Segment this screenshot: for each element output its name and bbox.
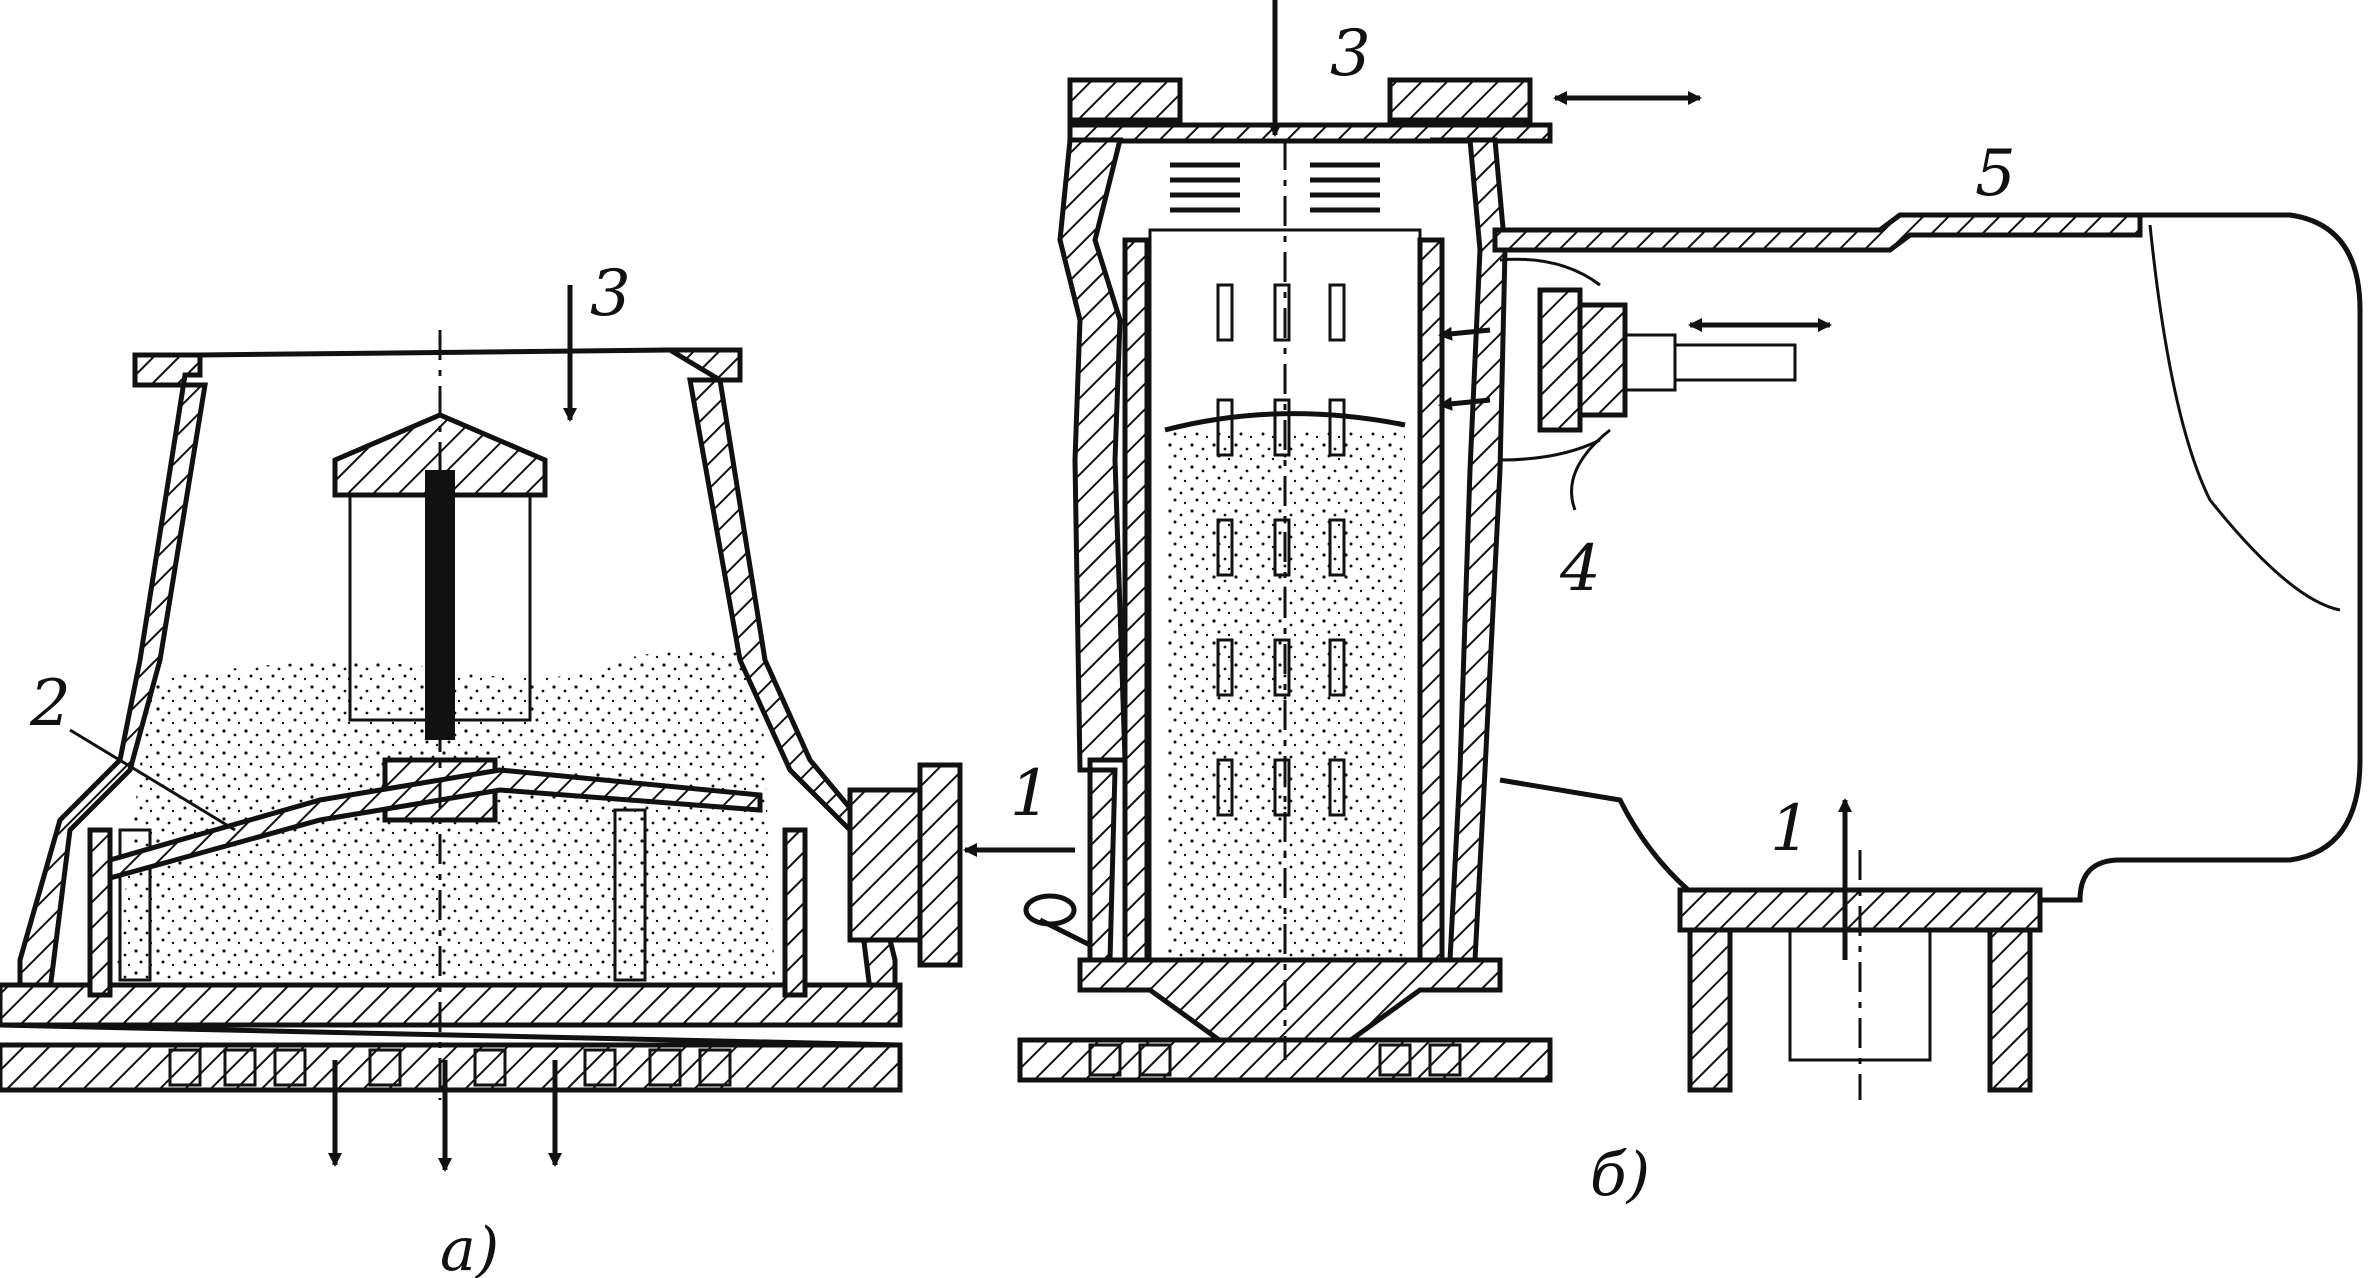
label-5-b: 5: [1975, 137, 2016, 211]
screen-left-a: [87, 827, 113, 998]
nozzle-row-a: [168, 1048, 732, 1087]
caption-b: б): [1590, 1140, 1650, 1210]
cartridge-side-right-b: [1417, 237, 1445, 963]
label-1-inlet-b: 1: [1010, 757, 1051, 831]
inlet-flange-a: [917, 762, 963, 968]
label-1-outlet-b: 1: [1770, 792, 1811, 866]
top-flange-right-b: [1387, 77, 1533, 123]
base-plate-bottom-a: [0, 1042, 903, 1093]
base-plate-top-a: [0, 982, 903, 1028]
inner-cylinder-mid-a: [613, 808, 647, 982]
valve-handwheel-b: [1023, 893, 1092, 948]
spool-valve-b: [1499, 257, 1797, 511]
inlet-pipe-a: [847, 787, 928, 943]
label-3-b: 3: [1330, 17, 1371, 91]
label-2-a: 2: [29, 667, 71, 741]
caption-a: a): [440, 1215, 499, 1278]
top-flange-b: [1067, 77, 1183, 123]
screen-right-a: [782, 827, 808, 998]
figure-b: 3 5 4 1 1 б): [1010, 0, 2363, 1210]
label-1-a: 1: [1010, 757, 1051, 831]
scraper-arm-a: [107, 767, 763, 882]
leader-2-a: [69, 728, 236, 832]
base-bolts-b: [1088, 1043, 1462, 1077]
arrow-backwash-lower-b: [1438, 396, 1491, 411]
chamber-break-line-b: [2148, 224, 2341, 612]
base-divider-a: [0, 1022, 901, 1048]
slot-column-right-b: [1328, 283, 1346, 817]
label-3-a: 3: [590, 257, 631, 331]
side-chamber-wall-top-b: [1492, 212, 2143, 253]
top-rim-a: [199, 347, 671, 358]
inner-cylinder-left-a: [118, 828, 152, 982]
housing-left-wall-a: [17, 352, 208, 993]
slot-column-center-b: [1273, 283, 1291, 817]
housing-left-wall-b: [1057, 137, 1128, 963]
cartridge-side-left-b: [1122, 237, 1150, 963]
sand-surface-b: [1164, 411, 1406, 433]
top-vent-grille-b: [1170, 162, 1380, 213]
side-chamber-outline-b: [1495, 212, 2363, 903]
slide-gate-b: [1067, 122, 1553, 144]
figure-a: 2 3 1 a): [0, 257, 1075, 1278]
arrow-backwash-upper-b: [1438, 326, 1491, 341]
label-4-b: 4: [1559, 532, 1601, 606]
slot-column-left-b: [1216, 283, 1234, 817]
